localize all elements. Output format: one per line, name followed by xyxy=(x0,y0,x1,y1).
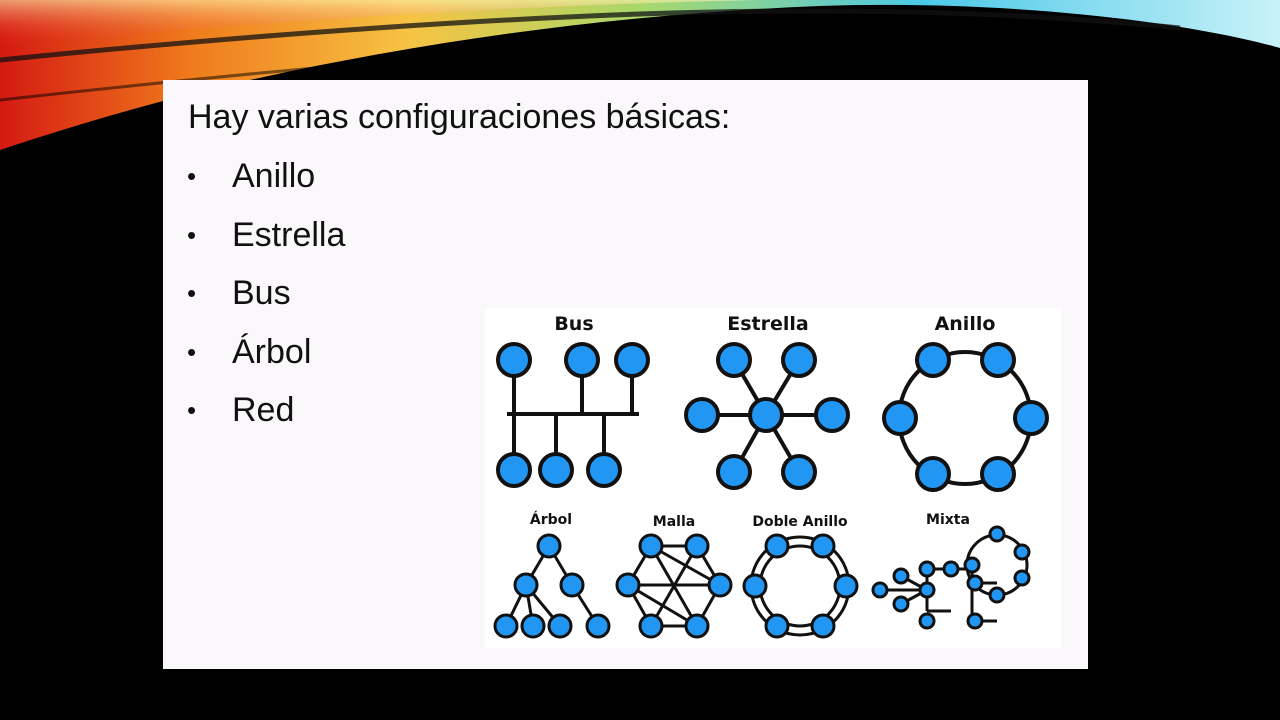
label-mixta: Mixta xyxy=(926,512,970,528)
double-ring-node-icon xyxy=(742,573,768,599)
label-doble-anillo: Doble Anillo xyxy=(752,514,848,530)
slide-content-panel: Hay varias configuraciones básicas: • An… xyxy=(163,80,1088,669)
hybrid-node-icon xyxy=(892,595,910,613)
mesh-node-icon xyxy=(638,533,664,559)
bullet-dot-icon: • xyxy=(187,278,197,308)
star-hub-icon xyxy=(748,397,784,433)
mesh-node-icon xyxy=(707,572,733,598)
bullet-dot-icon: • xyxy=(187,336,197,367)
tree-node-icon xyxy=(585,613,611,639)
star-node-icon xyxy=(814,397,850,433)
bullet-item-arbol: • Árbol xyxy=(187,332,345,391)
tree-node-icon xyxy=(559,572,585,598)
hybrid-node-icon xyxy=(918,581,936,599)
ring-node-icon xyxy=(882,400,918,436)
tree-node-icon xyxy=(536,533,562,559)
hybrid-node-icon xyxy=(942,560,960,578)
bus-node-icon xyxy=(538,452,574,488)
bullet-text: Red xyxy=(232,391,295,429)
tree-node-icon xyxy=(520,613,546,639)
hybrid-node-icon xyxy=(892,567,910,585)
hybrid-node-icon xyxy=(963,556,981,574)
ring-node-icon xyxy=(915,456,951,492)
tree-node-icon xyxy=(513,572,539,598)
tree-node-icon xyxy=(547,613,573,639)
mesh-node-icon xyxy=(684,613,710,639)
bullet-item-bus: • Bus xyxy=(187,273,345,332)
bullet-dot-icon: • xyxy=(187,395,197,425)
star-node-icon xyxy=(781,454,817,490)
ring-node-icon xyxy=(915,342,951,378)
hybrid-node-icon xyxy=(988,525,1006,543)
link-line xyxy=(649,545,699,627)
bullet-text: Bus xyxy=(232,274,291,312)
hybrid-node-icon xyxy=(966,612,984,630)
bullet-dot-icon: • xyxy=(187,219,197,250)
hybrid-node-icon xyxy=(966,574,984,592)
mesh-node-icon xyxy=(615,572,641,598)
label-malla: Malla xyxy=(653,514,695,530)
star-node-icon xyxy=(781,342,817,378)
bullet-dot-icon: • xyxy=(187,161,197,191)
hybrid-node-icon xyxy=(918,560,936,578)
label-arbol: Árbol xyxy=(530,511,572,528)
hybrid-node-icon xyxy=(871,581,889,599)
ring-node-icon xyxy=(1013,400,1049,436)
tree-node-icon xyxy=(493,613,519,639)
bus-node-icon xyxy=(614,342,650,378)
mesh-node-icon xyxy=(684,533,710,559)
topology-nodes xyxy=(493,342,1049,639)
hybrid-node-icon xyxy=(1013,569,1031,587)
network-topologies-figure: Bus Estrella Anillo Árbol Malla Doble An… xyxy=(485,308,1061,648)
hybrid-node-icon xyxy=(988,586,1006,604)
bullet-text: Anillo xyxy=(232,157,316,195)
bullet-list: • Anillo • Estrella • Bus • Árbol • Red xyxy=(187,156,345,449)
bullet-item-estrella: • Estrella xyxy=(187,215,345,274)
hybrid-node-icon xyxy=(918,612,936,630)
label-bus: Bus xyxy=(554,313,593,335)
bullet-item-anillo: • Anillo xyxy=(187,156,345,215)
bullet-text: Árbol xyxy=(232,332,312,371)
hybrid-node-icon xyxy=(1013,543,1031,561)
double-ring-node-icon xyxy=(764,613,790,639)
star-node-icon xyxy=(684,397,720,433)
mesh-node-icon xyxy=(638,613,664,639)
decorative-swoosh xyxy=(0,0,1280,150)
bus-node-icon xyxy=(586,452,622,488)
label-anillo: Anillo xyxy=(935,313,996,335)
bus-node-icon xyxy=(496,452,532,488)
bus-node-icon xyxy=(564,342,600,378)
slide-heading: Hay varias configuraciones básicas: xyxy=(188,98,731,136)
bullet-text: Estrella xyxy=(232,215,346,254)
star-node-icon xyxy=(716,342,752,378)
bus-node-icon xyxy=(496,342,532,378)
ring-node-icon xyxy=(980,342,1016,378)
label-estrella: Estrella xyxy=(727,313,808,335)
double-ring-node-icon xyxy=(764,533,790,559)
double-ring-node-icon xyxy=(810,533,836,559)
double-ring-node-icon xyxy=(833,573,859,599)
star-node-icon xyxy=(716,454,752,490)
bullet-item-red: • Red xyxy=(187,390,345,449)
ring-node-icon xyxy=(980,456,1016,492)
double-ring-node-icon xyxy=(810,613,836,639)
